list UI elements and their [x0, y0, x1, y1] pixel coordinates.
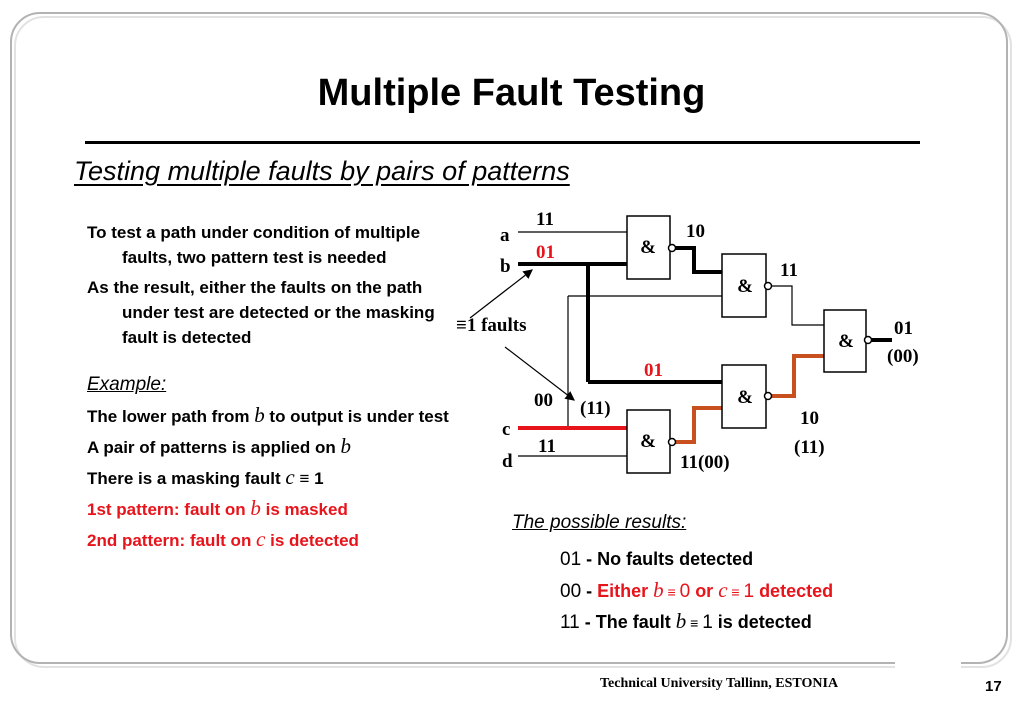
gate-and-3 [823, 309, 867, 373]
left-text-block: To test a path under condition of multip… [87, 220, 462, 558]
var-b: b [675, 609, 687, 633]
value-g4-out: 10 [800, 408, 819, 429]
value-g3-out-faulty: (00) [887, 346, 919, 367]
title-rule [85, 141, 920, 144]
text-span: A pair of patterns is applied on [87, 438, 341, 457]
result-text: - No faults detected [581, 549, 754, 569]
equiv-sign: ≡ [663, 584, 680, 600]
var-b: b [254, 403, 265, 427]
result-num: 1 [702, 612, 713, 633]
result-row-00: 00 - Either b ≡ 0 or c ≡ 1 detected [560, 575, 833, 606]
result-text: - The fault [579, 612, 676, 632]
faults-label: ≡1 faults [456, 315, 526, 336]
gate-and-1 [626, 215, 671, 280]
value-c-faulty: (11) [580, 398, 611, 419]
equiv-sign: ≡ [727, 584, 744, 600]
result-code: 00 [560, 581, 582, 602]
text-span: to output is under test [264, 407, 449, 426]
inverter-bubble-1 [667, 243, 677, 253]
wire-g2-to-g3 [766, 285, 824, 326]
var-b: b [250, 496, 261, 520]
footer-gap [895, 650, 961, 674]
input-label-d: d [502, 451, 513, 472]
input-label-b: b [500, 256, 511, 277]
bullet-result: As the result, either the faults on the … [87, 278, 435, 347]
inverter-bubble-3 [863, 335, 873, 345]
result-row-01: 01 - No faults detected [560, 544, 833, 575]
result-text: or [690, 581, 719, 601]
text-span: is detected [265, 531, 359, 550]
text-span: ≡ 1 [294, 469, 324, 488]
slide-frame [10, 12, 1008, 664]
result-code: 11 [560, 612, 580, 633]
input-label-a: a [500, 225, 510, 246]
bullet-pair-patterns: A pair of patterns is applied on b [87, 434, 462, 460]
results-block: The possible results: 01 - No faults det… [512, 512, 833, 637]
bullet-two-pattern: To test a path under condition of multip… [87, 223, 421, 267]
bullet-masking-fault: There is a masking fault c ≡ 1 [87, 465, 462, 491]
result-row-11: 11 - The fault b ≡ 1 is detected [560, 606, 833, 637]
inverter-bubble-4 [763, 391, 773, 401]
gate-and-4-label: & [737, 387, 753, 408]
var-c: c [285, 465, 295, 489]
value-b: 01 [536, 242, 555, 263]
text-span: There is a masking fault [87, 469, 286, 488]
value-g5-out: 11(00) [680, 452, 730, 473]
result-text: detected [754, 581, 834, 601]
gate-and-2 [721, 253, 767, 318]
result-text: Either [597, 581, 654, 601]
bullet-second-pattern: 2nd pattern: fault on c is detected [87, 527, 462, 553]
equiv-sign: ≡ [686, 615, 703, 631]
input-label-c: c [502, 419, 510, 440]
value-g3-out: 01 [894, 318, 913, 339]
slide-title: Multiple Fault Testing [317, 72, 706, 114]
bullet-first-pattern: 1st pattern: fault on b is masked [87, 496, 462, 522]
value-g4-in: 01 [644, 360, 663, 381]
text-span: is masked [260, 500, 348, 519]
result-num: 0 [679, 581, 691, 602]
value-g2-out: 11 [780, 260, 798, 281]
value-c: 00 [534, 390, 553, 411]
text-span: The lower path from [87, 407, 255, 426]
text-span: 2nd pattern: fault on [87, 531, 257, 550]
result-num: 1 [743, 581, 755, 602]
value-g1-out: 10 [686, 221, 705, 242]
text-span: 1st pattern: fault on [87, 500, 251, 519]
page-number: 17 [985, 678, 1002, 695]
fault-arrow-b [469, 269, 533, 319]
gate-and-2-label: & [737, 276, 753, 297]
gate-and-5-label: & [640, 431, 656, 452]
gate-and-3-label: & [838, 331, 854, 352]
inverter-bubble-5 [667, 437, 677, 447]
result-text: - [581, 581, 598, 601]
slide-frame-shadow [14, 16, 1012, 668]
value-g4-out-faulty: (11) [794, 437, 825, 458]
var-b: b [653, 578, 664, 602]
wire-g1-to-g2 [670, 246, 722, 274]
result-text: is detected [712, 612, 812, 632]
results-heading: The possible results: [512, 512, 687, 533]
gate-and-1-label: & [640, 237, 656, 258]
bullet-lower-path: The lower path from b to output is under… [87, 403, 462, 429]
var-c: c [256, 527, 266, 551]
value-a: 11 [536, 209, 554, 230]
var-b: b [340, 434, 351, 458]
fault-arrow-c [504, 346, 575, 401]
institution-footer: Technical University Tallinn, ESTONIA [600, 676, 839, 691]
result-code: 01 [560, 549, 582, 570]
inverter-bubble-2 [763, 281, 773, 291]
value-d: 11 [538, 436, 556, 457]
example-label: Example: [87, 374, 167, 395]
var-c: c [718, 578, 728, 602]
slide-subtitle: Testing multiple faults by pairs of patt… [74, 156, 570, 186]
wire-g4-to-g3 [766, 354, 824, 398]
wire-g5-to-g4 [670, 406, 722, 444]
